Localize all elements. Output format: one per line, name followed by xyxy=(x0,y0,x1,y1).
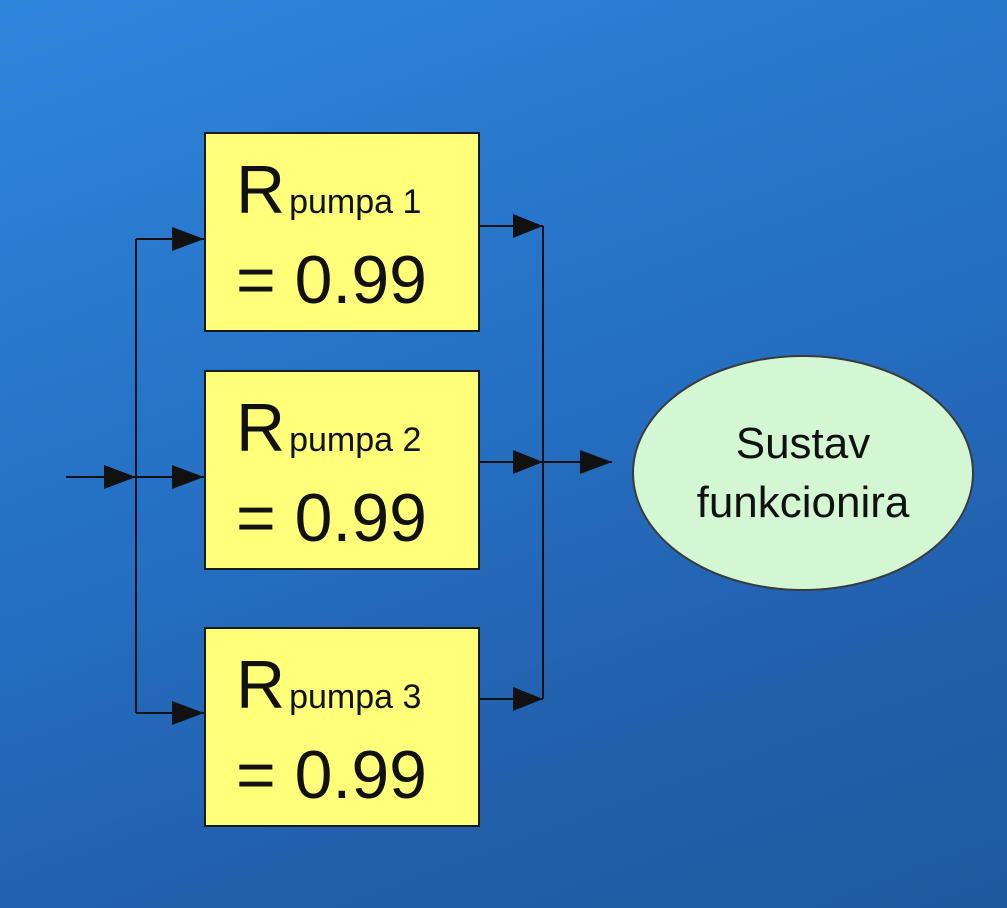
pump-2-subscript: pumpa 2 xyxy=(289,421,422,459)
system-outcome-ellipse: Sustav funkcionira xyxy=(632,355,974,591)
arrowhead-out-2 xyxy=(513,450,543,474)
pump-1-symbol: R xyxy=(236,152,286,228)
pump-2-symbol: R xyxy=(236,390,286,466)
pump-3-symbol: R xyxy=(236,647,286,723)
arrowhead-in-2 xyxy=(172,465,204,489)
arrowhead-in-3 xyxy=(172,701,204,725)
output-arrowhead xyxy=(580,450,612,474)
pump-3-subscript: pumpa 3 xyxy=(289,678,422,716)
outcome-line-2: funkcionira xyxy=(696,478,910,527)
pump-2-value: = 0.99 xyxy=(236,480,427,556)
pump-1-value: = 0.99 xyxy=(236,242,427,318)
input-arrowhead xyxy=(104,465,136,489)
outcome-text: Sustav funkcionira xyxy=(697,414,910,533)
arrowhead-in-1 xyxy=(172,227,204,251)
arrowhead-out-3 xyxy=(513,687,543,711)
pump-3-value: = 0.99 xyxy=(236,737,427,813)
arrowhead-out-1 xyxy=(513,214,543,238)
pump-1-subscript: pumpa 1 xyxy=(289,183,422,221)
outcome-line-1: Sustav xyxy=(735,418,871,468)
